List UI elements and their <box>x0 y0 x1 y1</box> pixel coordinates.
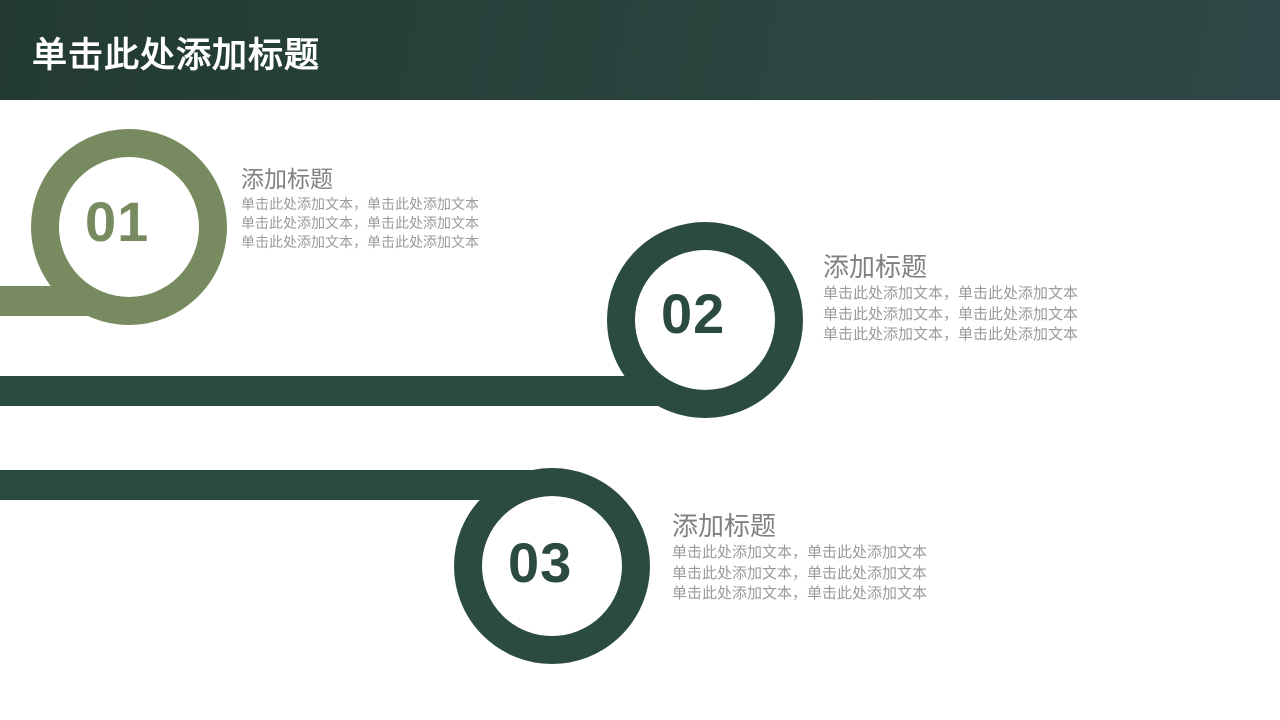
item-03-number: 03 <box>508 531 573 594</box>
item-03-shape <box>0 468 650 664</box>
page-title: 单击此处添加标题 <box>32 36 321 75</box>
slide-header-bar: 单击此处添加标题 <box>0 0 1280 100</box>
item-01-heading: 添加标题 <box>241 166 333 192</box>
item-01-number: 01 <box>85 190 150 253</box>
item-03-connector-bar <box>0 470 565 500</box>
item-01-body-line: 单击此处添加文本，单击此处添加文本 <box>241 195 479 212</box>
item-02-text-block: 添加标题 单击此处添加文本，单击此处添加文本 单击此处添加文本，单击此处添加文本… <box>823 252 1078 345</box>
item-03-heading: 添加标题 <box>672 511 777 541</box>
item-01-body-line: 单击此处添加文本，单击此处添加文本 <box>241 233 479 250</box>
item-02-heading: 添加标题 <box>823 252 928 282</box>
item-02-number: 02 <box>661 282 726 345</box>
item-02-connector-bar <box>0 376 720 406</box>
item-02-ring <box>607 222 803 418</box>
item-01-ring <box>31 129 227 325</box>
item-01-text-block: 添加标题 单击此处添加文本，单击此处添加文本 单击此处添加文本，单击此处添加文本… <box>241 166 479 252</box>
item-03-ring <box>454 468 650 664</box>
item-01-shape <box>0 129 227 325</box>
item-03-text-block: 添加标题 单击此处添加文本，单击此处添加文本 单击此处添加文本，单击此处添加文本… <box>672 511 927 604</box>
item-03-body-line: 单击此处添加文本，单击此处添加文本 <box>672 564 928 582</box>
item-02-body-line: 单击此处添加文本，单击此处添加文本 <box>823 305 1079 323</box>
item-02-shape <box>0 222 803 418</box>
item-02-body-line: 单击此处添加文本，单击此处添加文本 <box>823 325 1079 343</box>
item-01-body-line: 单击此处添加文本，单击此处添加文本 <box>241 214 479 231</box>
item-03-body-line: 单击此处添加文本，单击此处添加文本 <box>672 544 928 562</box>
item-02-body-line: 单击此处添加文本，单击此处添加文本 <box>823 285 1079 303</box>
item-03-body-line: 单击此处添加文本，单击此处添加文本 <box>672 584 928 602</box>
